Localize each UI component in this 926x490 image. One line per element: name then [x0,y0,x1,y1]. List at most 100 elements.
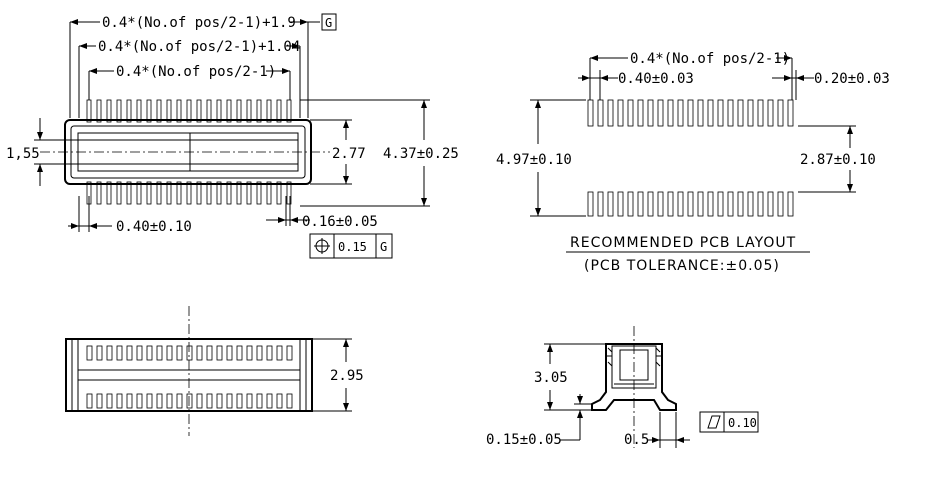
pin [276,393,283,409]
pin [206,345,213,361]
pin [156,99,162,123]
pad [767,191,774,217]
pin [86,99,92,123]
pin [136,393,143,409]
pad [787,191,794,217]
pad [627,191,634,217]
pin [96,181,102,205]
pin [176,181,182,205]
pin [226,345,233,361]
side-dim-height: 3.05 [534,370,568,386]
pcb-dim-pad-pitch: 0.40±0.03 [618,71,694,87]
flatness-tolerance-frame: 0.10 [699,411,759,433]
pad [647,99,654,127]
pcb-pads-lower [587,191,794,217]
pin [246,181,252,205]
pad [777,191,784,217]
dim-pitch: 0.40±0.10 [116,219,192,235]
pin [146,181,152,205]
pcb-dim-gap-height: 2.87±0.10 [800,152,876,168]
pcb-dim-total-height: 4.97±0.10 [496,152,572,168]
front-pins-upper [86,345,293,361]
pin [106,99,112,123]
pad [647,191,654,217]
dim-inner-height: 2.77 [332,146,366,162]
pin [196,345,203,361]
pcb-dim-pitch-span: 0.4*(No.of pos/2-1) [630,51,790,67]
pin [136,181,142,205]
pad [657,191,664,217]
pad [677,191,684,217]
pad [747,99,754,127]
pad [757,191,764,217]
pad [657,99,664,127]
pin [96,99,102,123]
top-pins-lower [86,181,292,205]
pin [196,181,202,205]
pin [276,99,282,123]
pin [186,345,193,361]
pin [286,181,292,205]
pin [266,393,273,409]
pad [787,99,794,127]
datum-flag: G [325,16,332,30]
pin [96,345,103,361]
pin [216,99,222,123]
pin [226,181,232,205]
pcb-caption-title: RECOMMENDED PCB LAYOUT [570,235,796,251]
pin [286,345,293,361]
pin [166,393,173,409]
pin [256,99,262,123]
pin [116,181,122,205]
pad [777,99,784,127]
pad [667,191,674,217]
pad [597,99,604,127]
pad [617,99,624,127]
pad [607,191,614,217]
pin [86,345,93,361]
pin [156,393,163,409]
pin [186,181,192,205]
flatness-icon [707,415,721,429]
pin [236,99,242,123]
pad [717,191,724,217]
pad [767,99,774,127]
pcb-pads-upper [587,99,794,127]
pin [106,181,112,205]
pin [106,345,113,361]
pad [687,191,694,217]
pin [236,345,243,361]
front-dim-height: 2.95 [330,368,364,384]
pin [236,393,243,409]
pin [146,99,152,123]
dim-pitch-span: 0.4*(No.of pos/2-1) [116,64,276,80]
pin [166,181,172,205]
tolerance-value: 0.15 [338,240,367,254]
pin [246,345,253,361]
pin [96,393,103,409]
pin [166,99,172,123]
pin [266,99,272,123]
pin [236,181,242,205]
pin [276,181,282,205]
pad [627,99,634,127]
pad [717,99,724,127]
pad [637,99,644,127]
pin [216,345,223,361]
pin [186,393,193,409]
side-view: 3.05 0.15±0.05 0.5 0.10 [486,326,759,448]
pin [256,393,263,409]
pad [677,99,684,127]
pin [136,99,142,123]
pin [126,393,133,409]
pin [196,393,203,409]
front-pins-lower [86,393,293,409]
pad [597,191,604,217]
pcb-caption-tolerance: (PCB TOLERANCE:±0.05) [584,258,780,274]
dim-total-height: 4.37±0.25 [383,146,459,162]
pin [276,345,283,361]
pin [86,393,93,409]
pin [196,99,202,123]
pin [106,393,113,409]
